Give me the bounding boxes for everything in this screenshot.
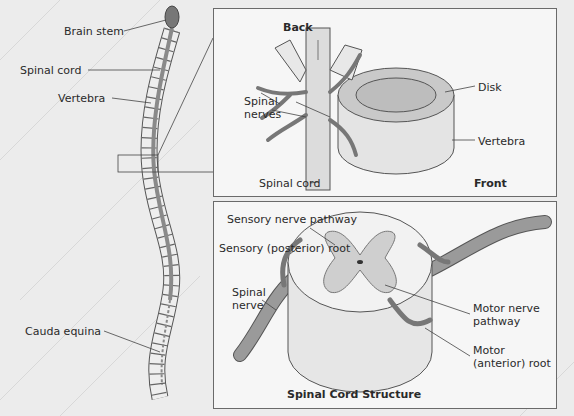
part-label: Spinal cord	[259, 177, 339, 190]
part-label: Sensory nerve pathway	[227, 213, 377, 226]
vertebral-column	[149, 6, 179, 398]
part-label: Vertebra	[58, 92, 118, 105]
part-label: Disk	[478, 81, 538, 94]
cord-structure-inset: Sensory nerve pathwaySensory (posterior)…	[213, 201, 557, 409]
part-label: Vertebra	[478, 135, 548, 148]
part-label: Sensory (posterior) root	[219, 242, 369, 255]
part-label: Motor (anterior) root	[473, 344, 553, 370]
orientation-label: Front	[474, 177, 534, 190]
part-label: Spinal nerve	[232, 286, 272, 312]
orientation-label: Back	[283, 21, 343, 34]
vertebra-inset: BackSpinal nerves DiskVertebraSpinal cord…	[213, 8, 557, 197]
part-label: Motor nerve pathway	[473, 302, 553, 328]
part-label: Cauda equina	[25, 325, 110, 338]
inset-title: Spinal Cord Structure	[287, 388, 467, 401]
part-label: Brain stem	[64, 25, 134, 38]
part-label: Spinal cord	[20, 64, 95, 77]
part-label: Spinal nerves	[244, 95, 294, 121]
vertebra-section	[275, 28, 454, 190]
